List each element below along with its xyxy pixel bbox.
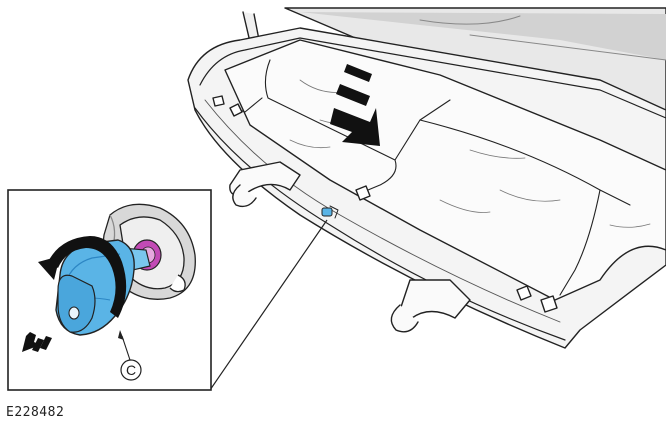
rotate-arrow-icon	[48, 236, 127, 318]
strap-clip-3	[355, 185, 371, 201]
strap-clip-4	[516, 285, 532, 301]
callout-leader	[121, 335, 131, 361]
push-arrow-icon	[330, 64, 380, 146]
strap-clip-2	[229, 103, 243, 117]
callout-circle	[120, 359, 142, 381]
lock-cap-face	[57, 274, 96, 333]
pull-arrow-icon	[22, 332, 52, 352]
figure-id-label: E228482	[6, 405, 65, 420]
callout-letter: C	[126, 362, 136, 378]
strap-clip-5	[540, 295, 558, 313]
roof-box-scene	[187, 7, 666, 349]
strap-clip-1	[212, 95, 225, 107]
lid-edge-shade	[300, 12, 666, 60]
detail-leader-line	[209, 219, 328, 391]
lock-cap-slot	[68, 306, 80, 320]
luggage-bag	[224, 39, 666, 301]
detail-inset: C	[7, 189, 212, 391]
lock-cap-small	[321, 207, 333, 217]
